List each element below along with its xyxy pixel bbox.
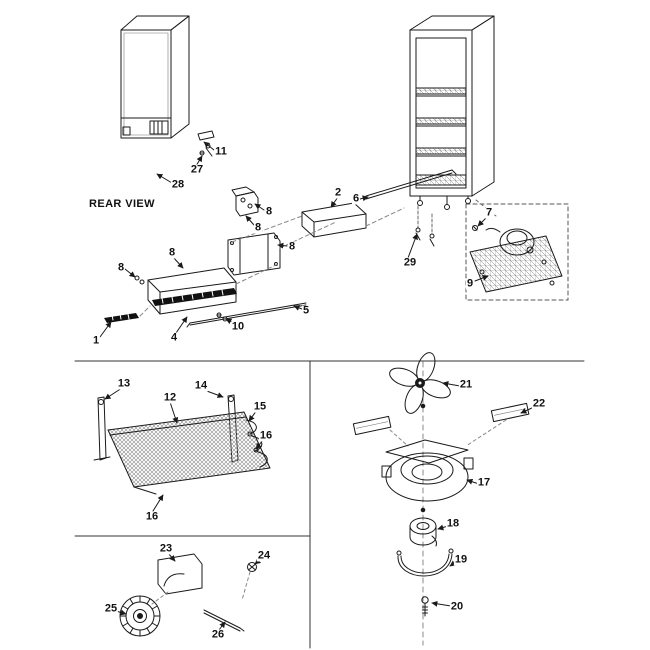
callout-12: 12 — [162, 391, 178, 404]
mounting-bracket — [231, 186, 259, 217]
motor-bracket — [396, 548, 454, 577]
compressor-assembly — [465, 199, 569, 301]
callout-11: 11 — [214, 145, 228, 158]
callout-21: 21 — [458, 378, 474, 391]
roller-assembly — [119, 553, 257, 637]
callout-8: 8 — [253, 221, 263, 234]
callout-16: 16 — [144, 510, 160, 523]
fan-motor — [409, 517, 437, 547]
callout-22: 22 — [531, 397, 547, 410]
callout-5: 5 — [301, 304, 311, 317]
rear-view-label: REAR VIEW — [89, 198, 155, 210]
drain-pan-bracket — [301, 202, 367, 238]
callout-14: 14 — [193, 379, 209, 392]
machine-compartment-cover — [134, 267, 237, 315]
callout-15: 15 — [252, 400, 268, 413]
callout-24: 24 — [256, 549, 272, 562]
callout-9: 9 — [465, 277, 475, 290]
section-dividers — [74, 360, 585, 649]
callout-23: 23 — [158, 542, 174, 555]
callout-17: 17 — [476, 476, 492, 489]
callout-8: 8 — [264, 205, 274, 218]
callout-29: 29 — [402, 256, 418, 269]
rod-6 — [365, 169, 457, 200]
callout-26: 26 — [210, 628, 226, 641]
fan-shroud — [381, 439, 474, 502]
leader-lines — [99, 141, 535, 631]
fan-assembly — [352, 352, 530, 646]
callout-2: 2 — [333, 186, 343, 199]
toe-grille-end — [104, 313, 139, 323]
callout-8: 8 — [287, 240, 297, 253]
rear-view-fridge — [120, 15, 190, 139]
callout-16: 16 — [258, 429, 274, 442]
callout-1: 1 — [91, 334, 101, 347]
screw-20 — [421, 596, 429, 617]
callout-4: 4 — [169, 331, 179, 344]
callout-28: 28 — [170, 178, 186, 191]
callout-27: 27 — [189, 163, 205, 176]
shroud-gaskets — [352, 402, 530, 447]
callout-18: 18 — [445, 517, 461, 530]
evaporator-assembly — [93, 394, 271, 495]
callout-7: 7 — [484, 206, 494, 219]
callout-8: 8 — [116, 261, 126, 274]
callout-25: 25 — [103, 602, 119, 615]
callout-20: 20 — [449, 600, 465, 613]
cabinet-screws — [415, 205, 435, 247]
fan-blade — [389, 352, 451, 414]
cabinet — [409, 15, 495, 210]
heater-tube — [186, 302, 307, 328]
evap-cover-plate — [227, 232, 281, 276]
callout-6: 6 — [351, 192, 361, 205]
callout-13: 13 — [116, 377, 132, 390]
callout-10: 10 — [230, 320, 246, 333]
callout-19: 19 — [453, 553, 469, 566]
callout-8: 8 — [167, 246, 177, 259]
